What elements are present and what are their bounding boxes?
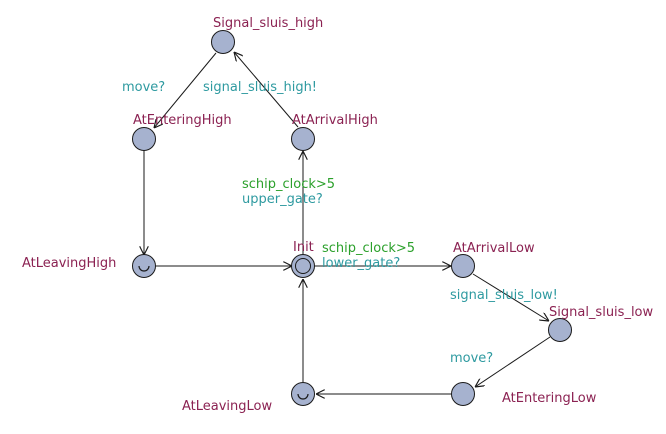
edge-arrival-low-to-signal-low	[472, 273, 549, 321]
location-name-at-leaving-high: AtLeavingHigh	[22, 256, 116, 271]
location-at-arrival-high[interactable]	[291, 127, 315, 151]
location-at-leaving-low[interactable]	[291, 382, 315, 406]
location-name-at-arrival-high: AtArrivalHigh	[292, 113, 378, 128]
location-at-arrival-low[interactable]	[451, 254, 475, 278]
sync-label-signal-sluis-low: signal_sluis_low!	[450, 288, 558, 303]
location-name-signal-sluis-low: Signal_sluis_low	[549, 305, 654, 320]
location-init[interactable]	[291, 254, 315, 278]
location-signal-sluis-high[interactable]	[211, 30, 235, 54]
edge-signal-high-to-entering-high	[154, 52, 217, 128]
location-name-at-entering-low: AtEnteringLow	[502, 391, 597, 406]
urgent-marker-icon	[138, 265, 150, 272]
sync-label-upper-gate: upper_gate?	[242, 192, 323, 207]
edge-signal-low-to-entering-low	[475, 336, 551, 387]
location-name-at-leaving-low: AtLeavingLow	[182, 399, 273, 414]
location-name-at-entering-high: AtEnteringHigh	[133, 113, 232, 128]
guard-label-upper: schip_clock>5	[242, 177, 335, 192]
location-name-at-arrival-low: AtArrivalLow	[453, 241, 535, 256]
location-name-signal-sluis-high: Signal_sluis_high	[213, 16, 323, 31]
location-at-leaving-high[interactable]	[132, 254, 156, 278]
location-at-entering-low[interactable]	[451, 382, 475, 406]
sync-label-move-high: move?	[122, 80, 165, 95]
location-signal-sluis-low[interactable]	[548, 318, 572, 342]
sync-label-signal-sluis-high: signal_sluis_high!	[203, 80, 317, 95]
edge-arrival-high-to-signal-high	[234, 52, 299, 128]
location-at-entering-high[interactable]	[132, 127, 156, 151]
sync-label-lower-gate: lower_gate?	[322, 256, 400, 271]
urgent-marker-icon	[297, 393, 309, 400]
initial-marker-icon	[295, 258, 311, 274]
sync-label-move-low: move?	[450, 351, 493, 366]
guard-label-lower: schip_clock>5	[322, 241, 415, 256]
location-name-init: Init	[293, 240, 314, 255]
